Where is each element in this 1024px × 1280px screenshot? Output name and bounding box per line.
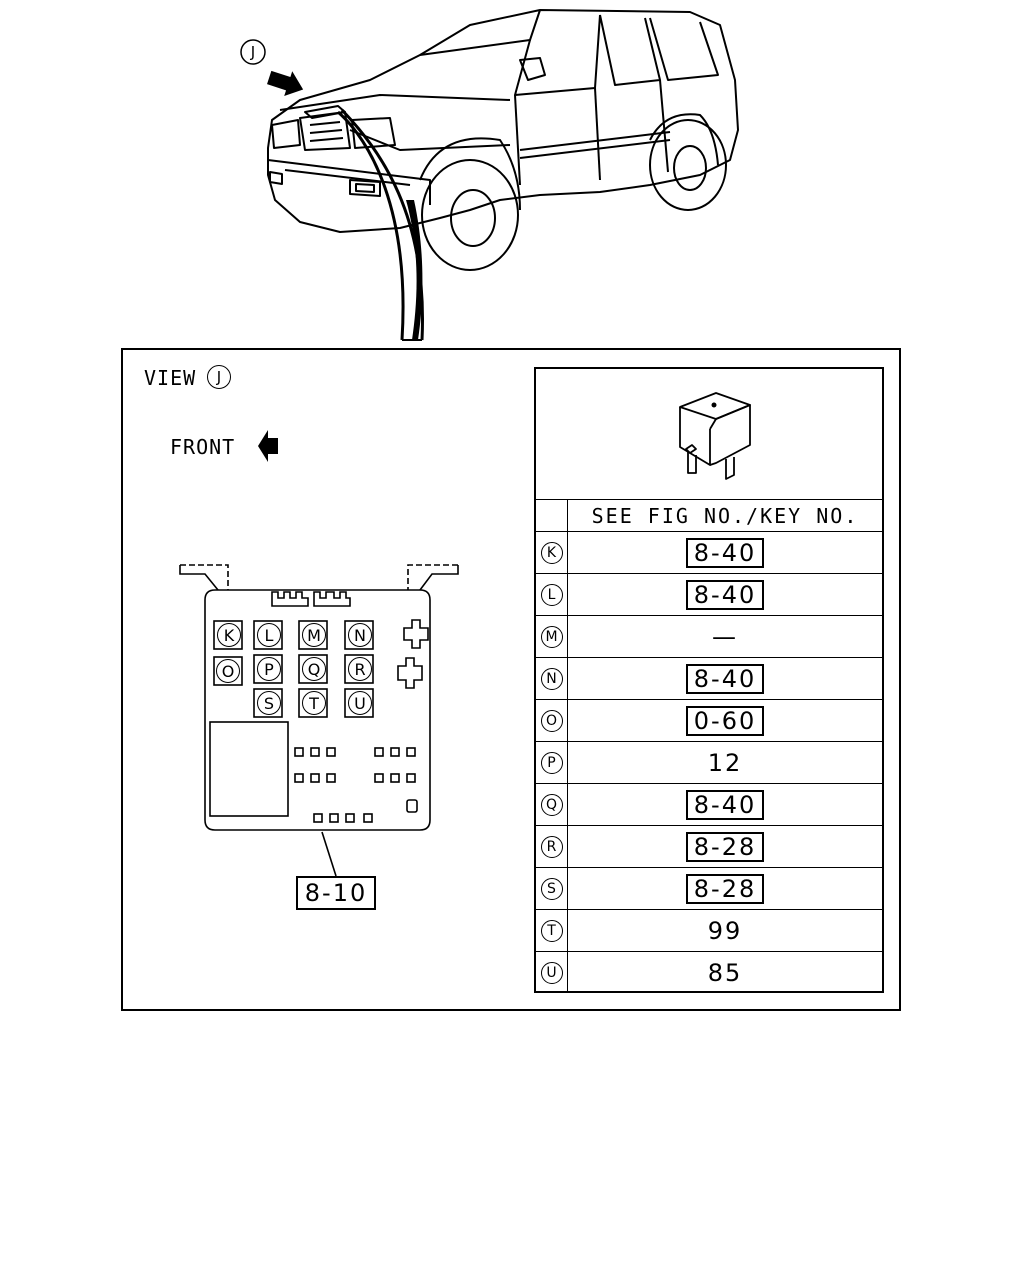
fuse-key-Q: Q (302, 657, 326, 681)
row-value: 8-40 (685, 537, 765, 568)
row-key-badge: M (540, 625, 563, 648)
fuse-key-L: L (257, 623, 281, 647)
row-key-badge: P (540, 751, 563, 774)
row-key-badge: R (540, 835, 563, 858)
row-value-cell: 99 (568, 910, 882, 951)
table-row: S 8-28 (536, 867, 882, 909)
table-row: R 8-28 (536, 825, 882, 867)
row-key-cell: O (536, 700, 568, 741)
row-value: 8-40 (685, 579, 765, 610)
table-header: SEE FIG NO./KEY NO. (536, 499, 882, 531)
table-row: K 8-40 (536, 531, 882, 573)
row-value: 8-40 (685, 789, 765, 820)
view-key-badge: J (207, 365, 231, 389)
row-value-cell: 8-28 (568, 868, 882, 909)
table-row: O 0-60 (536, 699, 882, 741)
row-key-cell: K (536, 532, 568, 573)
table-row: L 8-40 (536, 573, 882, 615)
fuse-box-callout: 8-10 (296, 876, 376, 910)
row-key-cell: U (536, 952, 568, 993)
row-key-cell: Q (536, 784, 568, 825)
row-value-cell: 8-40 (568, 658, 882, 699)
row-key-badge: U (540, 961, 563, 984)
row-key-cell: L (536, 574, 568, 615)
row-value-cell: 8-40 (568, 532, 882, 573)
relay-icon (679, 392, 751, 480)
table-row: P 12 (536, 741, 882, 783)
row-value: 99 (707, 916, 743, 945)
front-arrow-icon (258, 430, 278, 462)
row-key-badge: S (540, 877, 563, 900)
front-label: FRONT (170, 435, 236, 459)
fuse-key-U: U (348, 691, 372, 715)
fuse-key-M: M (302, 623, 326, 647)
row-value-cell: 0-60 (568, 700, 882, 741)
fuse-key-R: R (348, 657, 372, 681)
row-key-badge: K (540, 541, 563, 564)
row-value: 85 (707, 958, 743, 987)
row-value: — (712, 622, 738, 651)
fuse-key-S: S (257, 691, 281, 715)
row-value-cell: 12 (568, 742, 882, 783)
row-value: 8-28 (685, 873, 765, 904)
row-value-cell: 8-28 (568, 826, 882, 867)
fuse-key-K: K (217, 623, 241, 647)
row-key-cell: S (536, 868, 568, 909)
row-key-badge: Q (540, 793, 563, 816)
fuse-key-P: P (257, 657, 281, 681)
row-key-badge: N (540, 667, 563, 690)
row-key-cell: N (536, 658, 568, 699)
row-value-cell: — (568, 616, 882, 657)
fuse-key-N: N (348, 623, 372, 647)
row-key-cell: M (536, 616, 568, 657)
row-key-badge: L (540, 583, 563, 606)
fuse-key-T: T (302, 691, 326, 715)
fuse-key-O: O (216, 659, 240, 683)
view-label: VIEW (144, 366, 197, 390)
row-value: 12 (707, 748, 743, 777)
row-key-cell: T (536, 910, 568, 951)
row-value-cell: 8-40 (568, 784, 882, 825)
row-key-cell: P (536, 742, 568, 783)
row-value: 8-28 (685, 831, 765, 862)
table-row: T 99 (536, 909, 882, 951)
table-row: U 85 (536, 951, 882, 993)
row-value: 0-60 (685, 705, 765, 736)
row-value: 8-40 (685, 663, 765, 694)
table-row: M— (536, 615, 882, 657)
row-key-badge: T (540, 919, 563, 942)
row-key-badge: O (540, 709, 563, 732)
table-row: N 8-40 (536, 657, 882, 699)
view-marker-label: J (250, 43, 256, 61)
row-key-cell: R (536, 826, 568, 867)
detail-panel (121, 348, 901, 1011)
table-header-label: SEE FIG NO./KEY NO. (591, 503, 859, 528)
row-value-cell: 8-40 (568, 574, 882, 615)
row-value-cell: 85 (568, 952, 882, 993)
table-row: Q 8-40 (536, 783, 882, 825)
